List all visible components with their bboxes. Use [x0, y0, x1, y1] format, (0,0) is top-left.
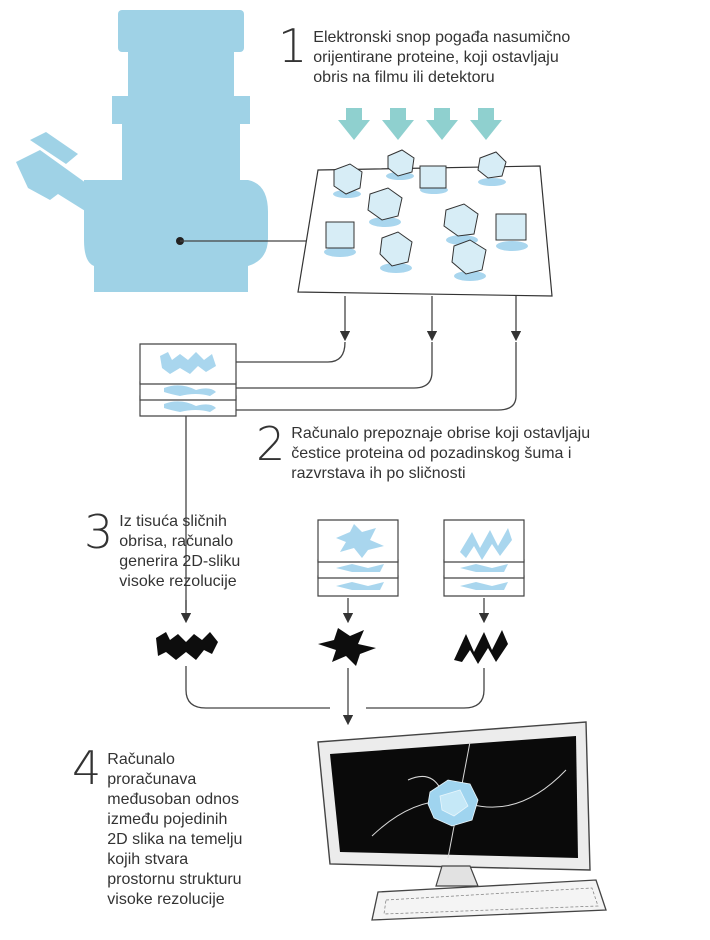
protein-particle-icon — [379, 231, 413, 273]
3d-structure-icon — [427, 779, 479, 827]
protein-particle-icon — [443, 203, 479, 245]
protein-particle-icon — [419, 165, 448, 194]
class-average-icon — [454, 630, 508, 664]
image-stack-icon — [139, 343, 237, 417]
step-number: 4 — [72, 741, 102, 795]
electron-beam-arrow-icon — [382, 108, 414, 140]
step-number: 3 — [84, 505, 114, 559]
electron-beam-arrow-icon — [338, 108, 370, 140]
class-average-icon — [318, 628, 376, 666]
keyboard-icon — [371, 879, 607, 921]
step-3-caption: 3 Iz tisuća sličnih obrisa, računalo gen… — [84, 505, 314, 592]
step-description: Računalo proračunava međusoban odnos izm… — [107, 751, 243, 908]
step-1-caption: 1 Elektronski snop pogađa nasumično orij… — [278, 19, 698, 88]
sample-grid-plane — [297, 165, 553, 297]
step-description: Računalo prepoznaje obrise koji ostavlja… — [291, 425, 591, 482]
computer-monitor-icon — [317, 721, 591, 887]
class-average-icon — [156, 632, 218, 660]
protein-particle-icon — [477, 151, 507, 186]
protein-particle-icon — [386, 149, 415, 180]
class-averages — [156, 628, 508, 666]
electron-beam-arrows — [338, 108, 502, 140]
electron-beam-arrow-icon — [426, 108, 458, 140]
protein-particle-icon — [451, 239, 487, 281]
step-description: Elektronski snop pogađa nasumično orijen… — [313, 29, 571, 86]
merge-lines — [185, 666, 485, 726]
electron-microscope-icon — [16, 10, 268, 292]
step-4-caption: 4 Računalo proračunava međusoban odnos i… — [72, 741, 342, 910]
step-number: 2 — [256, 417, 286, 471]
step-description: Iz tisuća sličnih obrisa, računalo gener… — [119, 513, 241, 590]
step-2-caption: 2 Računalo prepoznaje obrise koji ostavl… — [256, 417, 706, 484]
step-number: 1 — [278, 19, 308, 73]
electron-beam-arrow-icon — [470, 108, 502, 140]
averaging-arrows — [180, 598, 490, 624]
image-stack-icon — [443, 519, 525, 597]
protein-particles — [324, 149, 528, 281]
protein-particle-icon — [324, 221, 356, 257]
projection-arrows — [236, 296, 522, 411]
protein-particle-icon — [367, 187, 403, 227]
image-stack-icon — [317, 519, 399, 597]
protein-particle-icon — [333, 163, 363, 198]
protein-particle-icon — [495, 213, 528, 251]
